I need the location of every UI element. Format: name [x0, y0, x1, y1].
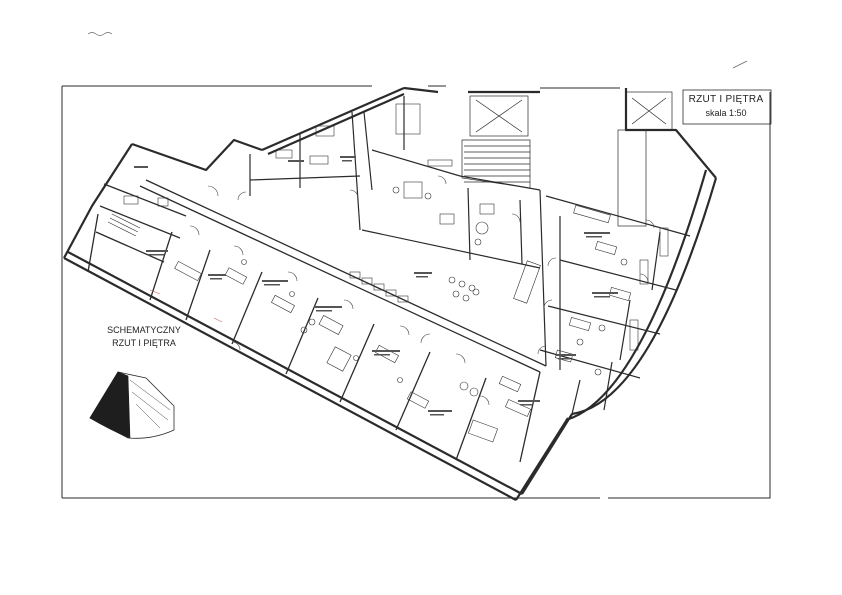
title-block-text: RZUT I PIĘTRA skala 1:50 [683, 94, 769, 118]
plan-title: RZUT I PIĘTRA [688, 94, 764, 105]
door-swings [189, 175, 655, 406]
furniture [107, 103, 669, 443]
facade-markers [149, 289, 223, 323]
north-rooms [249, 96, 547, 367]
schematic-line-2: RZUT I PIĘTRA [112, 338, 176, 348]
plan-scale: skala 1:50 [705, 108, 747, 118]
title-block [682, 89, 772, 125]
north-east-stair-box [617, 91, 673, 227]
scribble-mark-right [732, 60, 748, 69]
drawing-frame [61, 85, 771, 499]
key-plan [89, 371, 175, 439]
scribble-mark [87, 32, 113, 36]
schematic-line-1: SCHEMATYCZNY [107, 325, 181, 335]
central-staircase [461, 95, 531, 189]
room-labels [134, 156, 618, 416]
office-partitions [87, 179, 547, 463]
schematic-caption: SCHEMATYCZNY RZUT I PIĘTRA [84, 324, 204, 350]
